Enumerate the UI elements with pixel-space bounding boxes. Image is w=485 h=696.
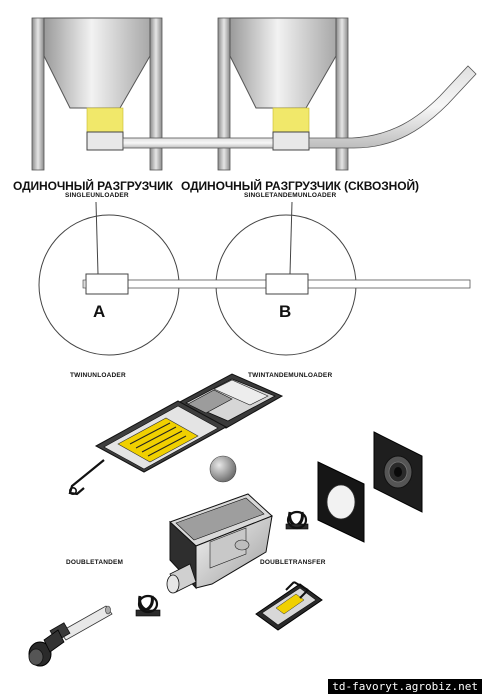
sublabel-doubletransfer: DOUBLETRANSFER	[260, 559, 326, 566]
heading-single-unloader: ОДИНОЧНЫЙ РАЗГРУЗЧИК	[13, 179, 173, 193]
plan-pipe	[127, 279, 267, 289]
sublabel-doubletandem: DOUBLETANDEM	[66, 559, 124, 566]
cover-label	[275, 593, 305, 615]
drive-shaft	[28, 605, 113, 667]
bin-leg	[31, 17, 45, 171]
sublabel-twintandemunloader: TWINTANDEMUNLOADER	[248, 372, 333, 379]
bin-hopper	[229, 17, 337, 109]
unloader-a	[85, 273, 129, 295]
pull-ring	[69, 486, 78, 495]
unloader-box	[86, 131, 124, 151]
bin-leg	[217, 17, 231, 171]
watermark-link[interactable]: td-favoryt.agrobiz.net	[328, 679, 482, 694]
pipe-clamp-lower	[135, 594, 161, 617]
plan-view	[38, 201, 471, 356]
plan-pipe-out	[307, 279, 471, 289]
grain-feed	[272, 107, 310, 135]
ball	[209, 455, 237, 483]
marker-a: A	[93, 302, 106, 321]
unloader-box	[272, 131, 310, 151]
sublabel-singleunloader: SINGLEUNLOADER	[65, 192, 129, 199]
sublabel-singletandemunloader: SINGLETANDEMUNLOADER	[244, 192, 337, 199]
bin-left	[31, 17, 163, 171]
sublabel-twinunloader: TWINUNLOADER	[70, 372, 126, 379]
grain-feed	[86, 107, 124, 135]
pipe-clamp-upper	[285, 510, 309, 530]
heading-single-tandem-unloader: ОДИНОЧНЫЙ РАЗГРУЗЧИК (СКВОЗНОЙ)	[181, 179, 419, 193]
bin-right	[217, 17, 349, 171]
leader-line-b	[289, 201, 293, 275]
incline-pipe	[308, 65, 477, 149]
warning-label	[117, 417, 199, 463]
bin-leg	[149, 17, 163, 171]
marker-b: B	[279, 302, 292, 321]
slide-plate	[94, 400, 228, 473]
unloader-b	[265, 273, 309, 295]
bin-leg	[335, 17, 349, 171]
flange-plate	[373, 431, 423, 513]
bin-hopper	[43, 17, 151, 109]
unloader-housing	[166, 493, 273, 594]
leader-line-a	[95, 201, 99, 275]
unloader-a-cap	[82, 279, 87, 289]
transfer-pipe	[122, 137, 274, 149]
gasket-plate	[317, 461, 365, 543]
slide-gate-frame	[176, 373, 284, 429]
cover-plate	[255, 581, 323, 631]
